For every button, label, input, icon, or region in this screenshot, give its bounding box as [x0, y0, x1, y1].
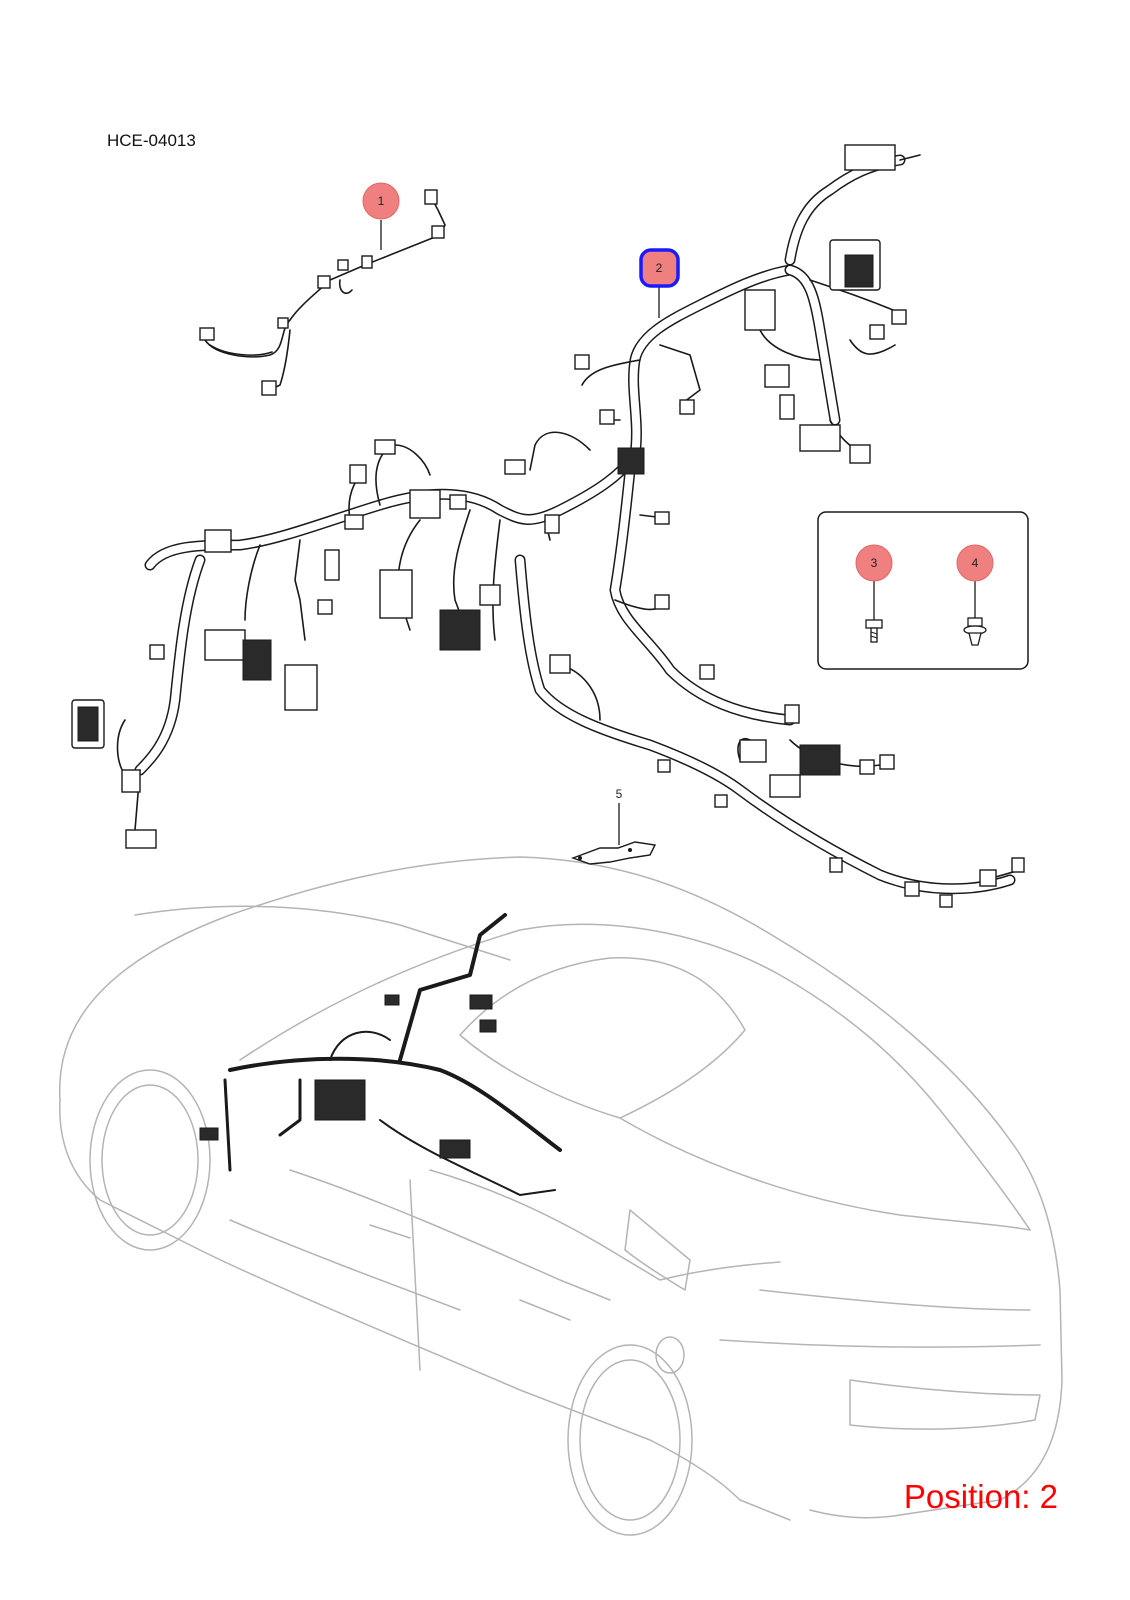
callout-5[interactable]: 5: [616, 787, 623, 801]
diagram-code: HCE-04013: [107, 131, 196, 150]
part-1-harness: [199, 189, 446, 396]
position-label: Position: 2: [903, 1478, 1058, 1515]
clip-4-icon: [963, 617, 987, 646]
svg-text:3: 3: [871, 556, 878, 570]
car-outline: [58, 856, 1063, 1536]
callout-3[interactable]: 3: [855, 544, 893, 582]
part-2-main-harness: [71, 144, 1025, 908]
bolt-3-icon: [865, 619, 883, 643]
callout-2-selected[interactable]: 2: [639, 248, 680, 288]
callout-1[interactable]: 1: [362, 182, 400, 220]
fastener-inset: [817, 511, 1029, 670]
svg-text:1: 1: [378, 194, 385, 208]
part-5-bracket: [570, 803, 657, 865]
svg-text:4: 4: [972, 556, 979, 570]
svg-text:2: 2: [656, 261, 663, 275]
callout-4[interactable]: 4: [956, 544, 994, 582]
svg-text:5: 5: [616, 787, 623, 801]
car-harness-miniature: [199, 913, 562, 1196]
